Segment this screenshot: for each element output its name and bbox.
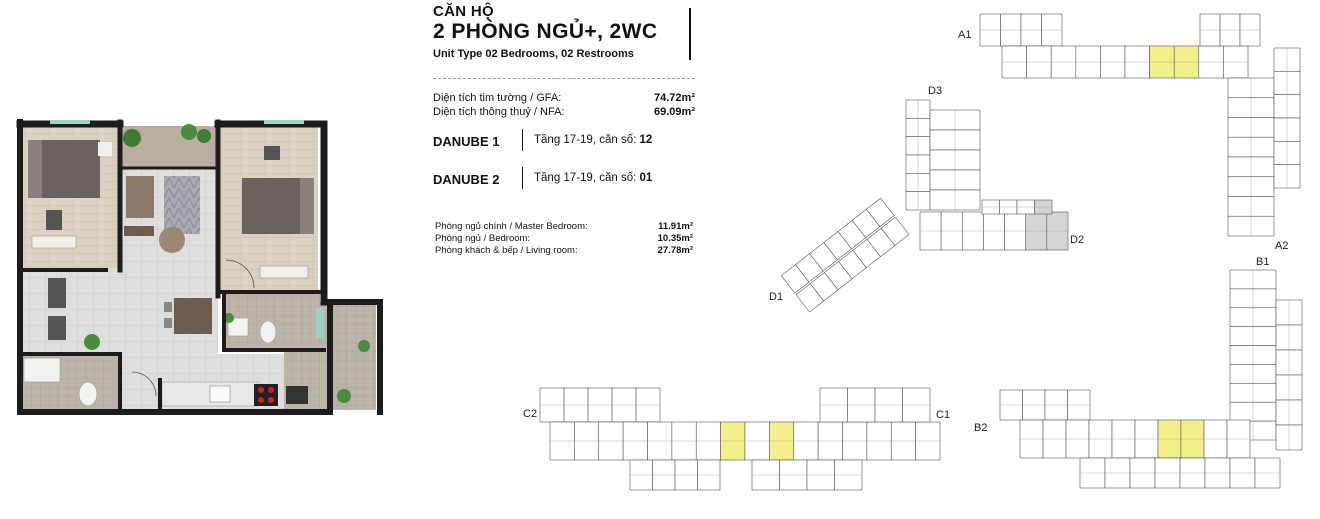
block-name-danube-2: DANUBE 2	[433, 172, 500, 187]
block-unit-number: 12	[639, 134, 653, 146]
site-plan-drawing: A1 A2 B1 B2 C1 C2 D1 D2 D3	[523, 13, 1303, 491]
block-label-b1: B1	[1256, 256, 1269, 268]
block-floors: Tầng 17-19, căn số:	[534, 172, 637, 184]
unit-grid	[539, 13, 1303, 491]
unit-type-title: 2 PHÒNG NGỦ+, 2WC	[433, 20, 658, 43]
room-value: 11.91m²	[658, 221, 693, 232]
block-separator	[522, 167, 524, 189]
area-value: 69.09m²	[654, 106, 695, 118]
area-label: Diện tích thông thuỷ / NFA:	[433, 106, 565, 118]
block-label-a1: A1	[958, 29, 971, 41]
block-separator	[522, 129, 524, 151]
block-label-d3: D3	[928, 85, 942, 97]
site-master-plan: A1 A2 B1 B2 C1 C2 D1 D2 D3	[520, 0, 1320, 514]
block-label-c1: C1	[936, 409, 950, 421]
block-label-b2: B2	[974, 422, 987, 434]
block-label-a2: A2	[1275, 240, 1288, 252]
block-name-danube-1: DANUBE 1	[433, 134, 500, 149]
unit-info-panel: CĂN HỘ 2 PHÒNG NGỦ+, 2WC Unit Type 02 Be…	[430, 0, 700, 270]
floor-plan-drawing	[16, 119, 383, 415]
unit-type-subtitle: Unit Type 02 Bedrooms, 02 Restrooms	[433, 48, 634, 60]
area-value: 74.72m²	[654, 92, 695, 104]
room-label: Phòng ngủ / Bedroom:	[435, 233, 531, 244]
unit-heading: CĂN HỘ	[433, 3, 494, 20]
block-floors: Tầng 17-19, căn số:	[534, 134, 637, 146]
block-floor-info-1: Tầng 17-19, căn số: 12	[534, 134, 652, 146]
block-unit-number: 01	[639, 172, 653, 184]
title-accent-bar	[689, 8, 691, 60]
apartment-unit	[880, 216, 910, 246]
block-label-d2: D2	[1070, 234, 1084, 246]
block-label-d1: D1	[769, 291, 783, 303]
block-d1-units	[780, 197, 910, 313]
room-label: Phòng khách & bếp / Living room:	[435, 245, 578, 256]
apartment-floor-plan	[14, 118, 386, 416]
apartment-unit	[865, 197, 895, 228]
room-value: 27.78m²	[657, 245, 693, 256]
block-label-c2: C2	[523, 408, 537, 420]
divider	[433, 78, 695, 79]
room-value: 10.35m²	[657, 233, 693, 244]
block-floor-info-2: Tầng 17-19, căn số: 01	[534, 172, 652, 184]
area-label: Diện tích tim tường / GFA:	[433, 92, 562, 104]
room-label: Phòng ngủ chính / Master Bedroom:	[435, 221, 588, 232]
